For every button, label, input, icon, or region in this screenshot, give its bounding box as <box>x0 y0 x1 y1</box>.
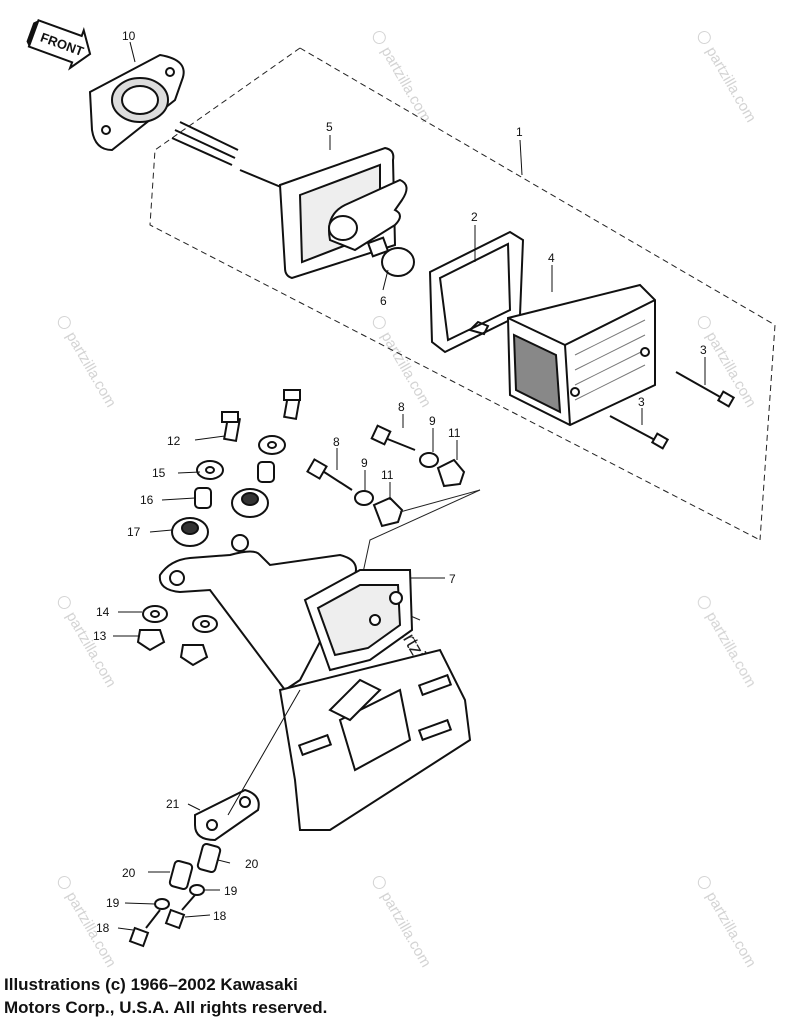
part-number-labels: 10 5 1 2 4 3 3 6 12 15 16 17 14 13 8 9 1… <box>93 29 707 935</box>
part-label-16: 16 <box>140 493 154 507</box>
part-label-3b: 3 <box>638 395 645 409</box>
part-label-3a: 3 <box>700 343 707 357</box>
copyright-line-2: Motors Corp., U.S.A. All rights reserved… <box>4 998 328 1017</box>
part-label-20a: 20 <box>122 866 136 880</box>
part-label-9a: 9 <box>429 414 436 428</box>
washer-part <box>196 435 286 480</box>
part-label-7: 7 <box>449 572 456 586</box>
mounting-bolt-part <box>283 389 301 421</box>
small-washer-part <box>142 605 218 633</box>
part-label-1: 1 <box>516 125 523 139</box>
part-label-18b: 18 <box>213 909 227 923</box>
part-label-19b: 19 <box>224 884 238 898</box>
plate-part <box>194 689 301 842</box>
part-label-13: 13 <box>93 629 107 643</box>
part-label-20b: 20 <box>245 857 259 871</box>
watermark-text: partzilla.com <box>63 609 120 690</box>
part-label-4: 4 <box>548 251 555 265</box>
base-gasket-part <box>88 53 185 152</box>
part-label-12: 12 <box>167 434 181 448</box>
assembly-outline <box>149 47 776 541</box>
watermark-text: partzilla.com <box>378 889 435 970</box>
part-label-8a: 8 <box>398 400 405 414</box>
watermark-text: partzilla.com <box>703 44 760 125</box>
part-label-6: 6 <box>380 294 387 308</box>
watermark-text: partzilla.com <box>63 329 120 410</box>
bracket-bolt-part <box>306 424 416 491</box>
part-label-21: 21 <box>166 797 180 811</box>
watermarks: partzilla.com partzilla.com partzilla.co… <box>57 31 760 970</box>
watermark-text: partzilla.com <box>703 889 760 970</box>
bracket-nut-part <box>372 458 466 528</box>
part-label-5: 5 <box>326 120 333 134</box>
lens-part <box>506 283 656 427</box>
license-bracket-part <box>158 534 472 831</box>
part-label-11b: 11 <box>381 468 394 482</box>
part-label-8b: 8 <box>333 435 340 449</box>
part-label-19a: 19 <box>106 896 120 910</box>
part-label-17: 17 <box>127 525 141 539</box>
copyright-line-1: Illustrations (c) 1966–2002 Kawasaki <box>4 975 298 994</box>
leader-lines <box>113 41 706 931</box>
part-label-9b: 9 <box>361 456 368 470</box>
watermark-text: partzilla.com <box>703 609 760 690</box>
small-nut-part <box>136 629 209 667</box>
part-label-11a: 11 <box>448 426 461 440</box>
copyright-notice: Illustrations (c) 1966–2002 Kawasaki Mot… <box>4 973 524 1019</box>
part-label-10: 10 <box>122 29 136 43</box>
part-label-18a: 18 <box>96 921 110 935</box>
lamp-housing-part <box>278 146 408 280</box>
part-label-2: 2 <box>471 210 478 224</box>
spacer-part <box>168 843 222 890</box>
mounting-bolt-part <box>221 411 241 443</box>
grommet-part <box>171 488 269 547</box>
bracket-washer-part <box>354 452 439 506</box>
part-label-15: 15 <box>152 466 166 480</box>
watermark-text: partzilla.com <box>378 44 435 125</box>
part-label-14: 14 <box>96 605 110 619</box>
front-arrow-icon: FRONT <box>26 18 92 71</box>
bulb-part <box>366 236 415 277</box>
lens-screw-part <box>609 415 670 450</box>
screw-part <box>128 894 196 948</box>
lens-screw-part <box>675 371 736 408</box>
watermark-text: partzilla.com <box>378 329 435 410</box>
